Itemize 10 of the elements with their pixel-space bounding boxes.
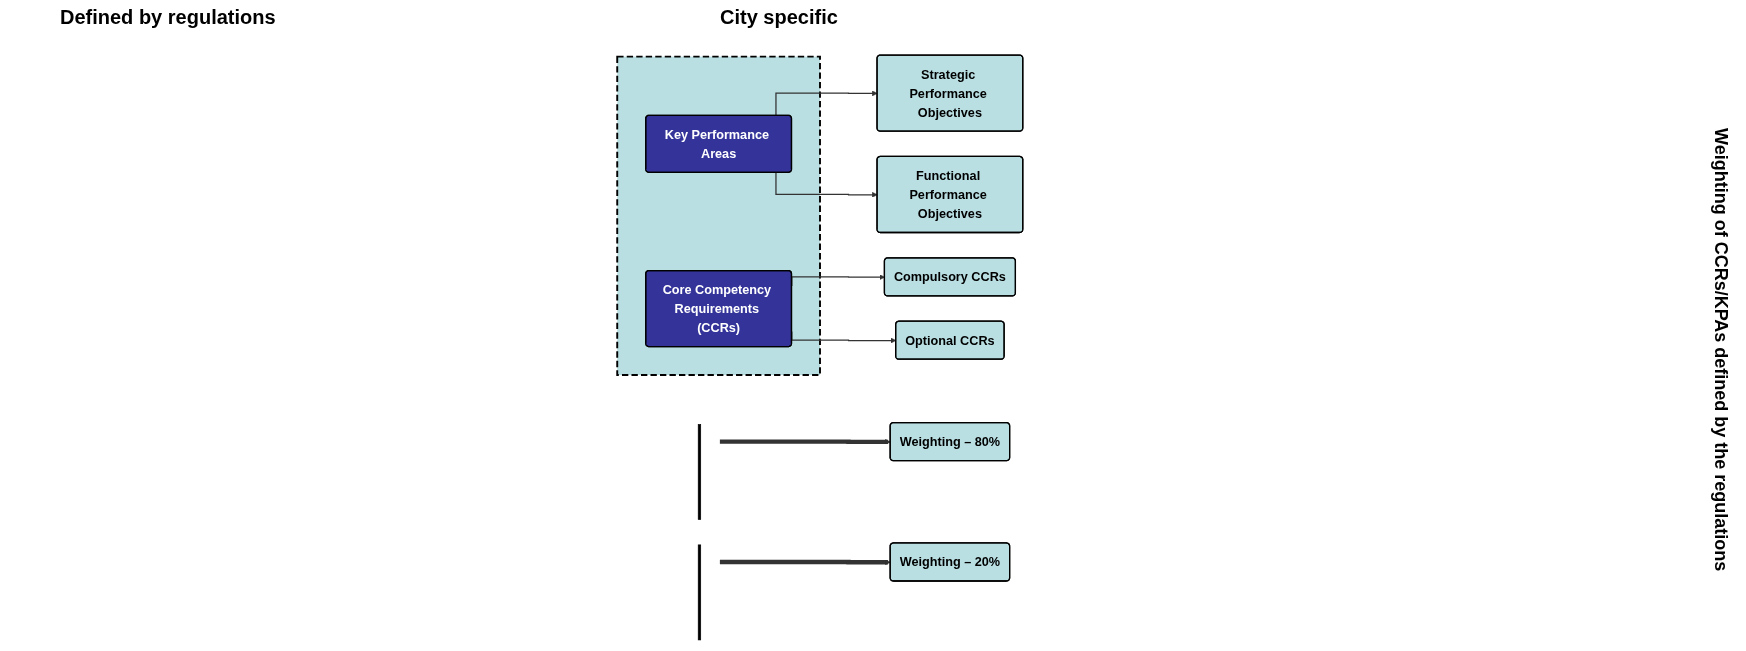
side-label: Weighting of CCRs/KPAs defined by the regulations bbox=[1709, 128, 1731, 572]
arrow bbox=[775, 90, 878, 117]
column-heading: City specific bbox=[720, 6, 838, 29]
node-bar bbox=[697, 424, 702, 520]
arrow bbox=[717, 439, 891, 445]
node-bar bbox=[697, 544, 702, 641]
arrow bbox=[717, 559, 891, 566]
cluster bbox=[616, 55, 821, 376]
arrow bbox=[775, 171, 878, 198]
column-heading: Defined by regulations bbox=[60, 6, 276, 29]
